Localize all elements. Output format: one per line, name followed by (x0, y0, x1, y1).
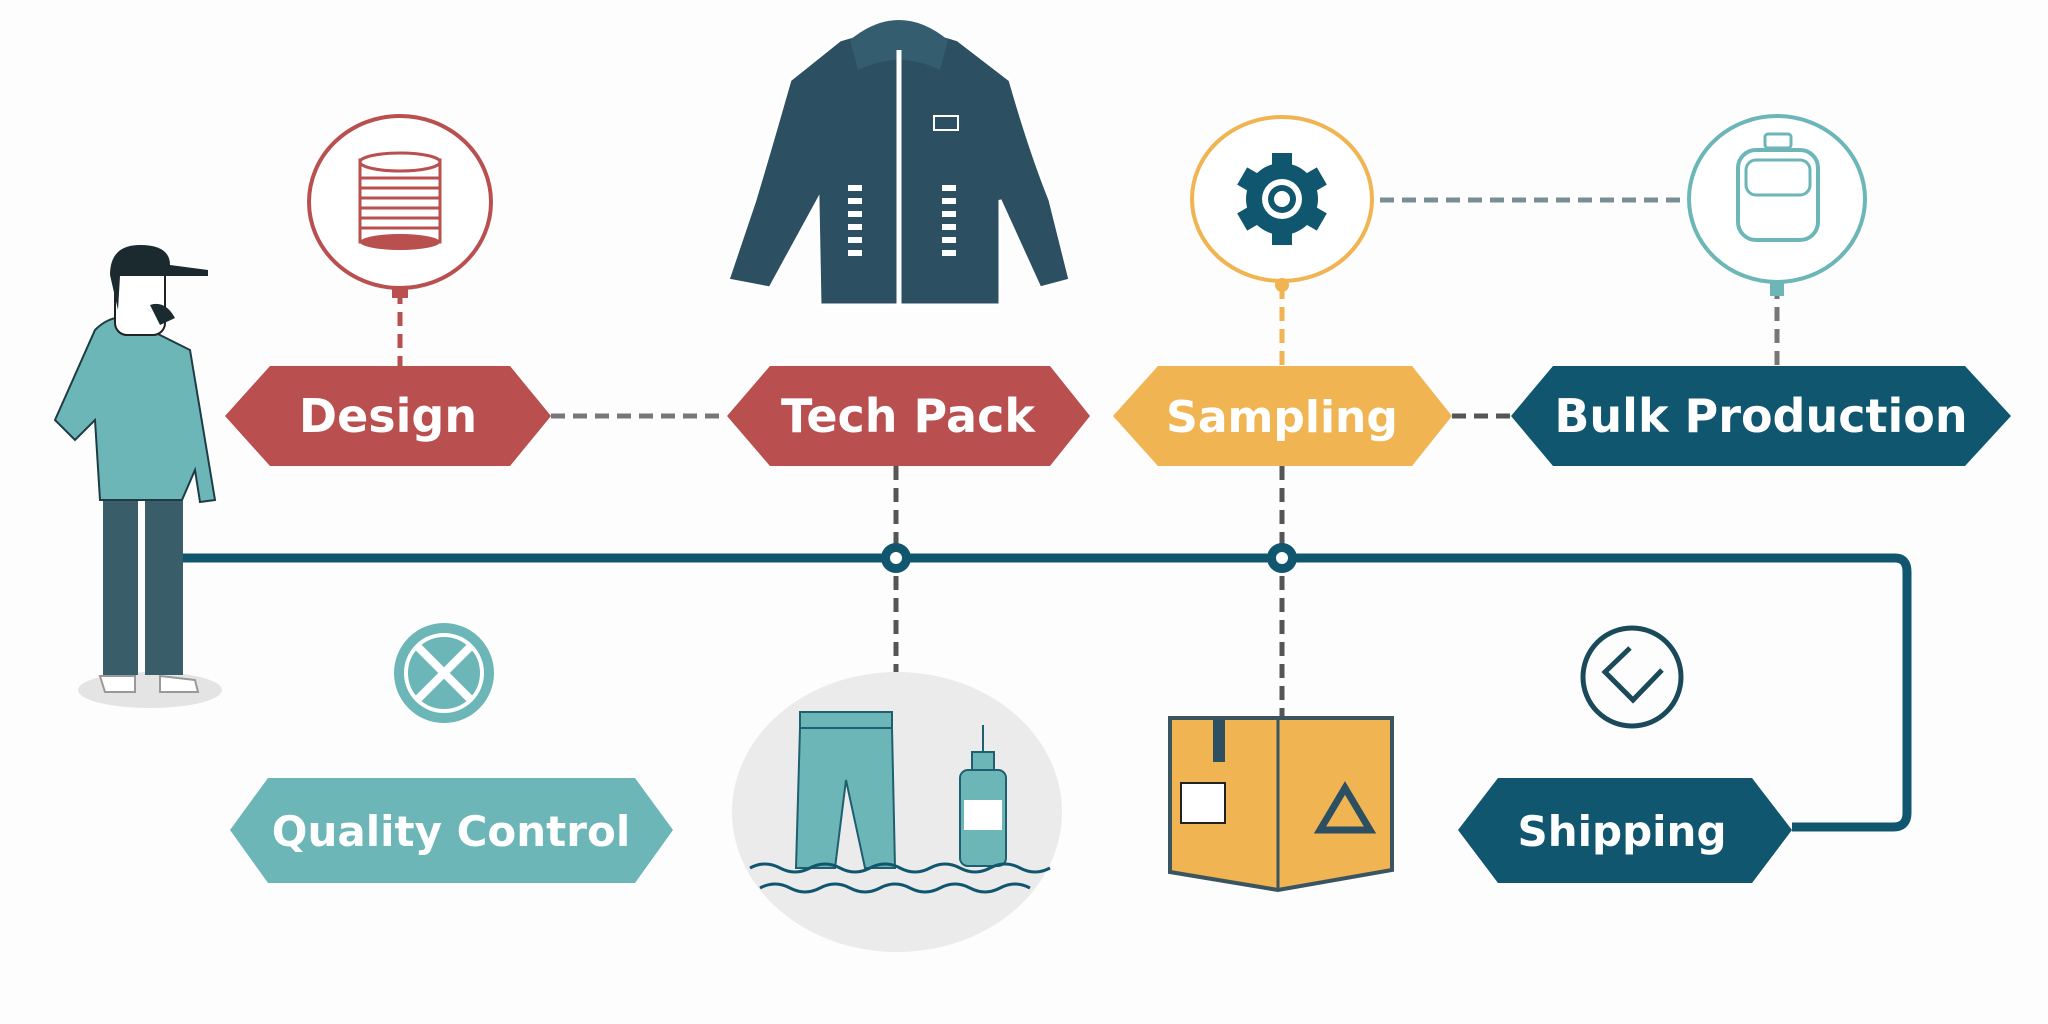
fabric-roll-icon (307, 114, 493, 298)
step-label: Design (299, 389, 477, 443)
step-sampling[interactable]: Sampling (1113, 366, 1452, 466)
gear-icon (1190, 115, 1374, 292)
step-bulk-production[interactable]: Bulk Production (1511, 366, 2011, 466)
step-tech-pack[interactable]: Tech Pack (727, 366, 1090, 466)
jacket-icon (726, 20, 1072, 307)
step-label: Tech Pack (781, 389, 1036, 443)
step-quality-control[interactable]: Quality Control (230, 778, 673, 883)
main-timeline (183, 553, 1912, 832)
check-diamond-icon (1580, 625, 1684, 729)
timeline-node-techpack (881, 543, 911, 573)
pants-bottle-icon (732, 672, 1062, 952)
connectors (397, 197, 1780, 717)
timeline-node-sampling (1267, 543, 1297, 573)
step-label: Shipping (1517, 807, 1726, 856)
person-illustration (53, 245, 222, 708)
step-label: Bulk Production (1554, 389, 1967, 443)
step-label: Quality Control (272, 807, 630, 856)
step-design[interactable]: Design (225, 366, 551, 466)
container-icon (1687, 114, 1867, 296)
step-shipping[interactable]: Shipping (1458, 778, 1792, 883)
box-recycle-icon (1168, 716, 1394, 893)
step-label: Sampling (1166, 392, 1398, 443)
reject-icon (394, 623, 494, 723)
